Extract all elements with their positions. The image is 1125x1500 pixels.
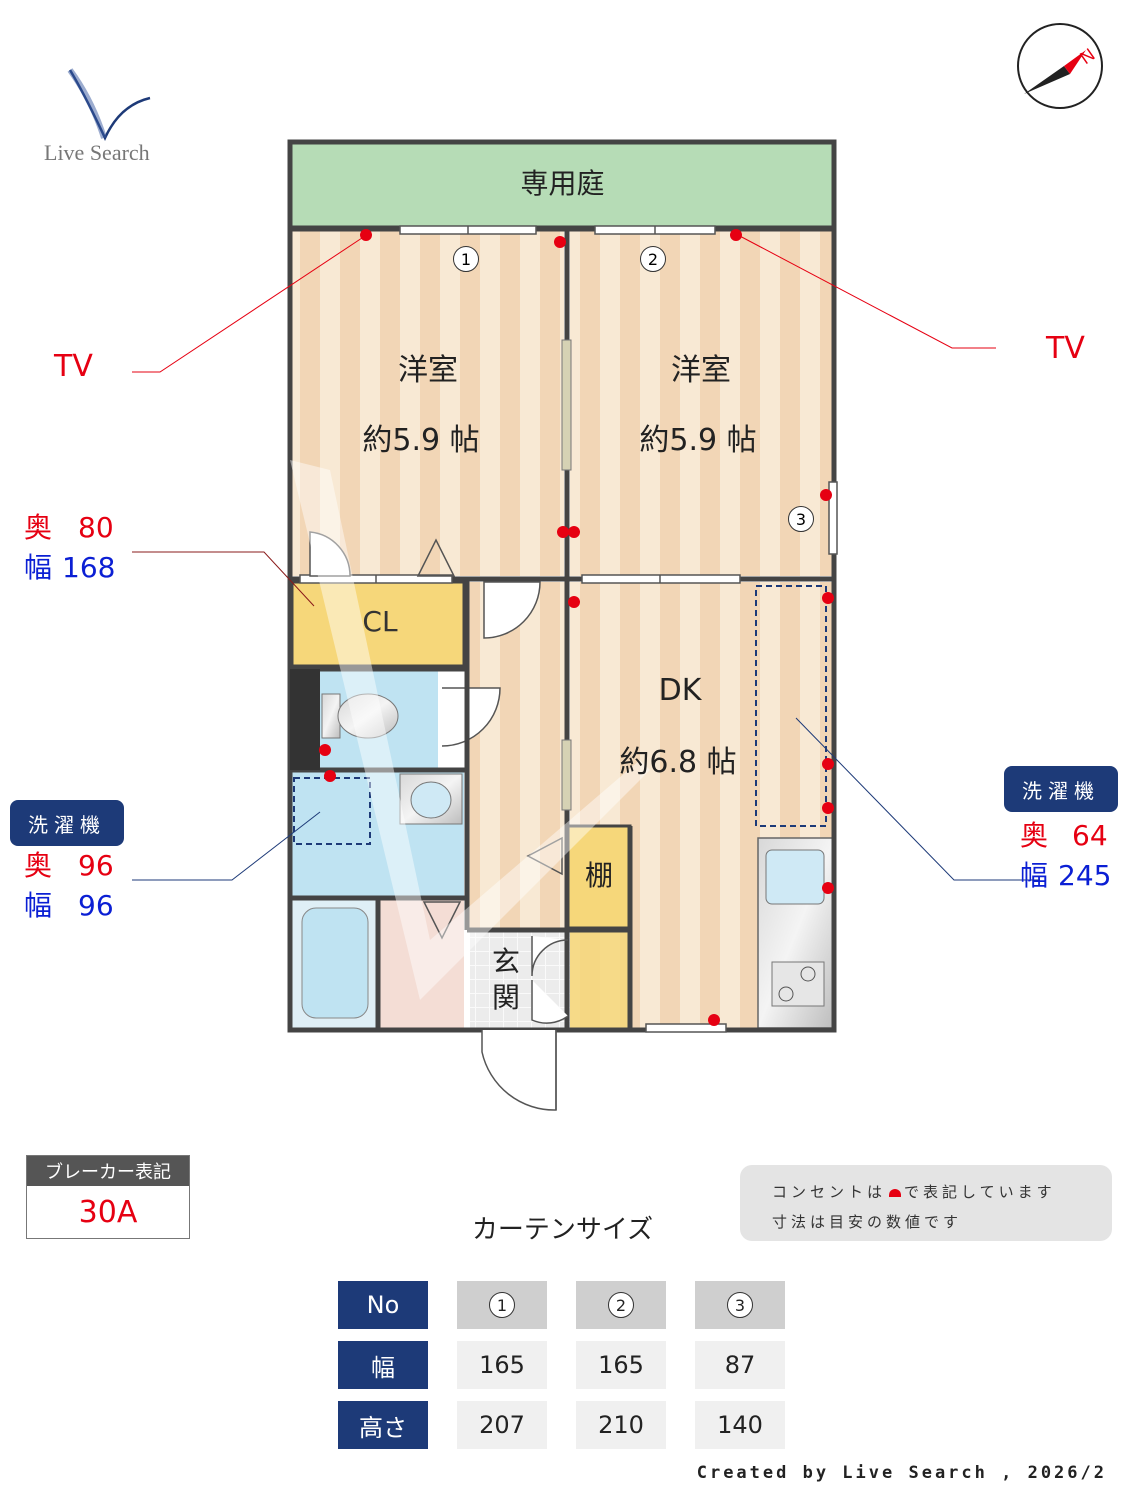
window-marker-3: 3	[788, 506, 814, 532]
bathtub	[301, 907, 369, 1019]
hallway-floor	[468, 582, 566, 928]
window-marker-1: 1	[453, 246, 479, 272]
sliding-door-1	[561, 339, 572, 471]
tv-label-right: TV	[1046, 331, 1085, 366]
curtain-width-3: 87	[695, 1341, 785, 1389]
notes-box: コンセントはで表記しています 寸法は目安の数値です	[740, 1165, 1112, 1241]
curtain-header-width: 幅	[338, 1341, 428, 1389]
dk-size: 約6.8 帖	[619, 745, 737, 780]
entrance-label: 玄関	[491, 945, 520, 1014]
notes-line2: 寸法は目安の数値です	[772, 1213, 963, 1231]
curtain-height-2: 210	[576, 1401, 666, 1449]
toilet-door	[441, 687, 501, 747]
curtain-height-1: 207	[457, 1401, 547, 1449]
curtain-title: カーテンサイズ	[471, 1215, 654, 1245]
garden-label: 専用庭	[520, 167, 605, 200]
washer-left-width-value: 96	[78, 889, 114, 922]
outlet-icon	[319, 229, 834, 1026]
washer-right-width-value: 245	[1058, 859, 1112, 892]
closet-label: CL	[362, 605, 398, 638]
kitchen-sink	[765, 849, 825, 905]
closet-width-label: 幅	[24, 551, 53, 584]
washer-space-left	[293, 777, 371, 845]
notes-line1-pre: コンセントは	[772, 1183, 887, 1201]
curtain-width-2: 165	[576, 1341, 666, 1389]
window-marker-2: 2	[640, 246, 666, 272]
outlet-icon	[889, 1189, 902, 1197]
direction-marks	[416, 538, 563, 940]
breaker-value: 30A	[78, 1194, 138, 1230]
closet-depth-value: 80	[78, 511, 114, 544]
curtain-header-no: No	[338, 1281, 428, 1329]
breaker-title: ブレーカー表記	[27, 1156, 189, 1186]
western-room-2-size: 約5.9 帖	[639, 423, 757, 458]
curtain-no-2: 2	[576, 1281, 666, 1329]
western-room-1-name: 洋室	[398, 353, 458, 388]
watermark	[290, 460, 650, 1000]
leader-lines	[132, 233, 1040, 881]
doors	[309, 531, 569, 1111]
washer-right-depth-value: 64	[1072, 819, 1108, 852]
notes-line1-post: で表記しています	[904, 1183, 1056, 1201]
western-room-1-floor	[292, 230, 564, 576]
footer-credit: Created by Live Search , 2026/2	[696, 1463, 1107, 1483]
washer-left-depth-label: 奥	[24, 849, 53, 882]
curtain-width-1: 165	[457, 1341, 547, 1389]
logo-mark	[67, 68, 151, 141]
washer-left-title: 洗濯機	[10, 800, 124, 846]
dk-name: DK	[658, 673, 702, 708]
sliding-door-2	[561, 739, 572, 811]
compass-icon: N	[1017, 23, 1103, 109]
logo-text: Live Search	[44, 140, 150, 165]
curtain-height-3: 140	[695, 1401, 785, 1449]
washer-right-title: 洗濯機	[1004, 766, 1118, 812]
curtain-no-1: 1	[457, 1281, 547, 1329]
washer-left-depth-value: 96	[78, 849, 114, 882]
closet-width-value: 168	[62, 551, 116, 584]
washer-left-width-label: 幅	[24, 889, 53, 922]
closet-depth-label: 奥	[24, 511, 53, 544]
closet-area	[290, 580, 466, 668]
shoe-cabinet	[570, 932, 628, 1028]
washer-right-width-label: 幅	[1020, 859, 1049, 892]
washer-space-right	[755, 585, 827, 827]
western-room-2-name: 洋室	[671, 353, 731, 388]
stove	[771, 961, 825, 1007]
washer-right-depth-label: 奥	[1020, 819, 1049, 852]
breaker-box: ブレーカー表記 30A	[26, 1155, 190, 1239]
curtain-header-height: 高さ	[338, 1401, 428, 1449]
windows	[299, 225, 838, 1033]
western-room-1-size: 約5.9 帖	[362, 423, 480, 458]
tv-label-left: TV	[54, 349, 93, 384]
shelf-label: 棚	[584, 859, 613, 892]
washbasin	[399, 773, 463, 825]
curtain-no-3: 3	[695, 1281, 785, 1329]
toilet-fixture	[321, 693, 399, 739]
